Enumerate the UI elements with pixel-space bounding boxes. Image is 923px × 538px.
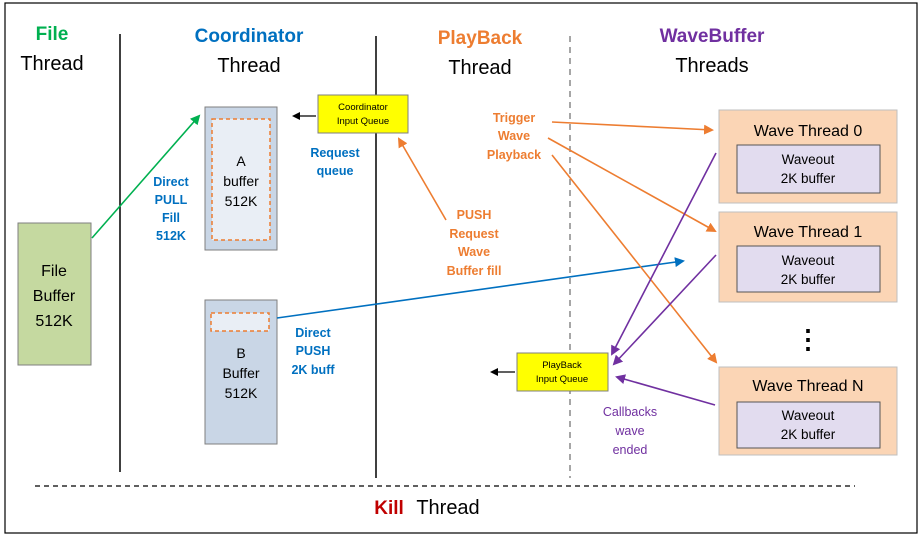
buffer-b-line2: Buffer xyxy=(222,365,259,381)
buffer-a-fill-region xyxy=(211,118,271,241)
header-kill-accent: Kill xyxy=(374,498,404,519)
trigger-arrow-thread-0 xyxy=(551,121,714,135)
file-buffer-line1: File xyxy=(41,263,67,280)
wave-thread-n-title: Wave Thread N xyxy=(752,378,863,395)
buffer-a-line2: buffer xyxy=(223,173,259,189)
callback-arrow-thread-n xyxy=(615,374,716,406)
push-request-l2: Request xyxy=(449,227,499,241)
coordinator-queue-line2: Input Queue xyxy=(337,116,389,127)
header-coordinator-accent: Coordinator xyxy=(195,26,304,47)
direct-push-label: Direct PUSH 2K buff xyxy=(291,326,335,377)
coordinator-queue-line1: Coordinator xyxy=(338,102,388,113)
header-file-rest: Thread xyxy=(20,53,83,75)
playback-queue-line2: Input Queue xyxy=(536,374,588,385)
callbacks-l1: Callbacks xyxy=(603,405,657,419)
trigger-l3: Playback xyxy=(487,148,541,162)
wave-thread-n-inner1: Waveout xyxy=(782,408,835,423)
push-request-l3: Wave xyxy=(458,245,490,259)
push-request-l1: PUSH xyxy=(457,208,492,222)
wave-thread-0-waveout xyxy=(736,144,881,194)
callback-arrow-thread-0 xyxy=(611,152,717,356)
wave-thread-1-inner2: 2K buffer xyxy=(781,272,836,287)
header-wavebuffer-rest: Threads xyxy=(675,55,748,77)
wave-thread-0-inner1: Waveout xyxy=(782,152,835,167)
buffer-b-line3: 512K xyxy=(225,385,258,401)
wave-thread-1-inner1: Waveout xyxy=(782,253,835,268)
direct-push-l3: 2K buff xyxy=(291,363,335,377)
buffer-b-push-region xyxy=(210,312,270,332)
wave-thread-n-waveout xyxy=(736,401,881,449)
header-kill-rest: Thread xyxy=(416,497,479,519)
coordinator-input-queue xyxy=(317,94,409,134)
file-buffer-box xyxy=(17,222,92,366)
push-request-arrow xyxy=(397,137,447,221)
outer-frame xyxy=(4,2,918,534)
callbacks-l2: wave xyxy=(614,424,644,438)
playback-queue-line1: PlayBack xyxy=(542,360,582,371)
wave-thread-ellipsis: ⋮ xyxy=(795,324,821,354)
header-file-accent: File xyxy=(36,24,69,45)
playback-input-queue xyxy=(516,352,609,392)
file-buffer-line2: Buffer xyxy=(33,288,76,305)
buffer-a-line1: A xyxy=(236,153,246,169)
trigger-arrow-thread-1 xyxy=(547,137,717,232)
header-wavebuffer-accent: WaveBuffer xyxy=(660,26,765,47)
header-playback-accent: PlayBack xyxy=(438,28,523,49)
callbacks-label: Callbacks wave ended xyxy=(603,405,657,457)
direct-pull-label: Direct PULL Fill 512K xyxy=(153,175,189,243)
header-coordinator-rest: Thread xyxy=(217,55,280,77)
buffer-a-line3: 512K xyxy=(225,193,258,209)
push-request-label: PUSH Request Wave Buffer fill xyxy=(447,208,502,278)
direct-pull-arrow xyxy=(91,114,201,239)
callback-arrow-thread-1 xyxy=(612,254,717,366)
wave-thread-1-waveout xyxy=(736,245,881,293)
direct-push-arrow xyxy=(276,257,685,319)
direct-pull-l4: 512K xyxy=(156,229,186,243)
direct-pull-l2: PULL xyxy=(155,193,188,207)
file-buffer-line3: 512K xyxy=(35,313,73,330)
direct-pull-l3: Fill xyxy=(162,211,180,225)
trigger-arrow-thread-n xyxy=(551,154,718,364)
header-playback-rest: Thread xyxy=(448,57,511,79)
callbacks-l3: ended xyxy=(613,443,648,457)
push-request-l4: Buffer fill xyxy=(447,264,502,278)
direct-pull-l1: Direct xyxy=(153,175,189,189)
wave-thread-n-inner2: 2K buffer xyxy=(781,427,836,442)
direct-push-l2: PUSH xyxy=(296,344,331,358)
trigger-l2: Wave xyxy=(498,129,530,143)
trigger-l1: Trigger xyxy=(493,111,536,125)
wave-thread-0-title: Wave Thread 0 xyxy=(754,123,863,140)
request-queue-label: Request queue xyxy=(310,146,360,178)
request-queue-l1: Request xyxy=(310,146,360,160)
wave-thread-0-inner2: 2K buffer xyxy=(781,171,836,186)
request-queue-l2: queue xyxy=(317,164,354,178)
wave-thread-1-title: Wave Thread 1 xyxy=(754,224,863,241)
direct-push-l1: Direct xyxy=(295,326,331,340)
trigger-label: Trigger Wave Playback xyxy=(487,111,541,162)
buffer-b-line1: B xyxy=(236,345,245,361)
